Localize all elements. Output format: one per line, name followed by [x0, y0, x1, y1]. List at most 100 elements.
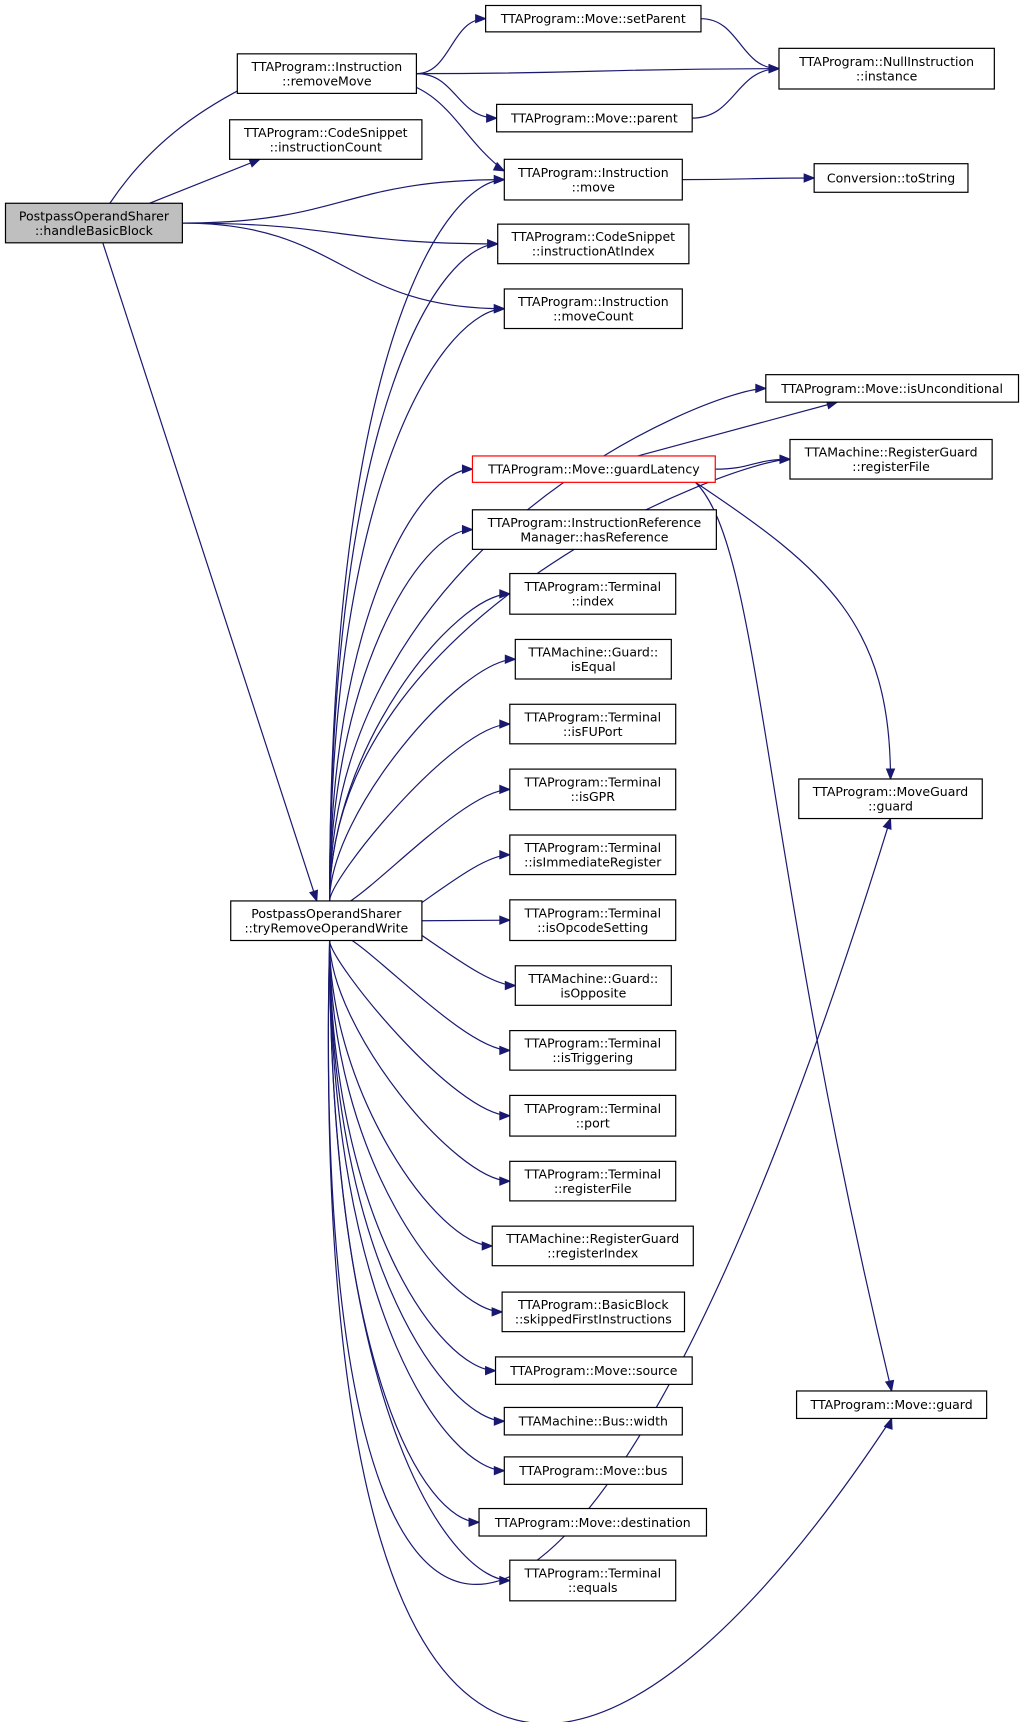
node-instructionCount[interactable]: TTAProgram::CodeSnippet::instructionCoun… [229, 119, 423, 160]
arrowhead-parent-to-nullInstance [768, 63, 781, 74]
arrowhead-guardLatency-to-moveGuard [884, 1379, 895, 1393]
node-hasReference[interactable]: TTAProgram::InstructionReferenceManager:… [471, 509, 717, 550]
node-bus[interactable]: TTAProgram::Move::bus [503, 1456, 683, 1485]
node-label-toString: Conversion::toString [827, 170, 955, 185]
node-label-move: TTAProgram::Instruction [517, 165, 669, 180]
node-box-isOpposite [514, 965, 672, 1006]
node-label-guardLatency: TTAProgram::Move::guardLatency [487, 462, 700, 477]
node-label-isGPR: ::isGPR [571, 789, 616, 804]
node-index[interactable]: TTAProgram::Terminal::index [509, 572, 677, 615]
edge-move-to-toString [682, 177, 815, 181]
node-handleBasicBlock[interactable]: PostpassOperandSharer::handleBasicBlock [4, 202, 183, 244]
node-label-skippedFirst: ::skippedFirstInstructions [515, 1312, 672, 1327]
node-label-isOpposite: TTAMachine::Guard:: [527, 971, 658, 986]
node-skippedFirst[interactable]: TTAProgram::BasicBlock::skippedFirstInst… [501, 1291, 686, 1333]
node-port[interactable]: TTAProgram::Terminal::port [509, 1094, 677, 1137]
node-box-toString [813, 163, 969, 193]
node-moveGuard[interactable]: TTAProgram::Move::guard [795, 1390, 988, 1420]
arrowhead-tryRemoveOperandWrite-to-isGPR [499, 784, 512, 795]
edge-tryRemoveOperandWrite-to-moveGuard [327, 940, 893, 1722]
node-label-removeMove: TTAProgram::Instruction [251, 59, 403, 74]
node-label-handleBasicBlock: PostpassOperandSharer [19, 208, 170, 223]
node-destination[interactable]: TTAProgram::Move::destination [478, 1507, 708, 1537]
edge-tryRemoveOperandWrite-to-width [329, 940, 505, 1422]
node-isTriggering[interactable]: TTAProgram::Terminal::isTriggering [509, 1029, 677, 1071]
node-label-skippedFirst: TTAProgram::BasicBlock [517, 1297, 669, 1312]
node-label-isOpcodeSetting: TTAProgram::Terminal [523, 905, 661, 920]
node-label-moveCount: ::moveCount [553, 308, 634, 323]
node-isOpcodeSetting[interactable]: TTAProgram::Terminal::isOpcodeSetting [509, 899, 677, 942]
edge-removeMove-to-nullInstance [416, 68, 779, 75]
node-moveCount[interactable]: TTAProgram::Instruction::moveCount [503, 288, 683, 330]
node-moveGuardGuard[interactable]: TTAProgram::MoveGuard::guard [798, 778, 983, 820]
node-label-index: TTAProgram::Terminal [523, 579, 661, 594]
arrowhead-guardLatency-to-moveGuardGuard [885, 768, 896, 781]
node-parent[interactable]: TTAProgram::Move::parent [496, 103, 693, 133]
arrowhead-tryRemoveOperandWrite-to-termRegisterFile [499, 1176, 512, 1186]
node-isGPR[interactable]: TTAProgram::Terminal::isGPR [509, 768, 677, 811]
node-nullInstance[interactable]: TTAProgram::NullInstruction::instance [778, 47, 995, 90]
node-isImmediateRegister[interactable]: TTAProgram::Terminal::isImmediateRegiste… [509, 834, 677, 876]
node-label-port: ::port [576, 1115, 610, 1130]
node-label-moveCount: TTAProgram::Instruction [517, 294, 669, 309]
node-box-registerIndex [491, 1225, 694, 1267]
node-box-isTriggering [509, 1029, 677, 1071]
node-label-nullInstance: TTAProgram::NullInstruction [798, 54, 974, 69]
node-label-removeMove: ::removeMove [282, 73, 372, 88]
node-label-move: ::move [572, 179, 616, 194]
node-isUnconditional[interactable]: TTAProgram::Move::isUnconditional [765, 374, 1020, 403]
node-label-isFUPort: TTAProgram::Terminal [523, 709, 661, 724]
node-tryRemoveOperandWrite[interactable]: PostpassOperandSharer::tryRemoveOperandW… [230, 900, 423, 942]
node-width[interactable]: TTAMachine::Bus::width [503, 1406, 683, 1436]
node-label-rgRegisterFile: TTAMachine::RegisterGuard [804, 445, 978, 460]
edge-handleBasicBlock-to-moveCount [182, 222, 505, 310]
node-label-isUnconditional: TTAProgram::Move::isUnconditional [780, 381, 1003, 396]
edge-tryRemoveOperandWrite-to-hasReference [329, 528, 473, 901]
node-box-parent [496, 103, 693, 133]
node-source[interactable]: TTAProgram::Move::source [494, 1356, 693, 1385]
node-setParent[interactable]: TTAProgram::Move::setParent [485, 4, 702, 33]
edge-guardLatency-to-moveGuard [695, 481, 893, 1392]
node-toString[interactable]: Conversion::toString [813, 163, 969, 193]
node-instructionAtIndex[interactable]: TTAProgram::CodeSnippet::instructionAtIn… [497, 223, 690, 265]
node-label-registerIndex: ::registerIndex [547, 1246, 638, 1261]
node-label-isImmediateRegister: ::isImmediateRegister [524, 855, 662, 870]
node-label-termRegisterFile: TTAProgram::Terminal [523, 1166, 661, 1181]
node-box-nullInstance [778, 47, 995, 90]
node-removeMove[interactable]: TTAProgram::Instruction::removeMove [236, 53, 418, 94]
node-label-instructionCount: ::instructionCount [270, 139, 382, 154]
arrowhead-removeMove-to-setParent [475, 13, 487, 24]
edge-tryRemoveOperandWrite-to-isOpcodeSetting [421, 919, 510, 922]
node-box-tryRemoveOperandWrite [230, 900, 423, 942]
node-rgRegisterFile[interactable]: TTAMachine::RegisterGuard::registerFile [789, 438, 993, 480]
edge-tryRemoveOperandWrite-to-bus [329, 940, 505, 1472]
node-label-moveGuardGuard: TTAProgram::MoveGuard [812, 784, 968, 799]
edge-tryRemoveOperandWrite-to-equals [329, 940, 510, 1582]
arrowhead-tryRemoveOperandWrite-to-moveGuardGuard [882, 817, 892, 831]
node-isFUPort[interactable]: TTAProgram::Terminal::isFUPort [509, 703, 677, 745]
edge-guardLatency-to-isUnconditional [637, 401, 838, 457]
node-move[interactable]: TTAProgram::Instruction::move [503, 158, 683, 201]
arrowhead-move-to-toString [803, 173, 816, 183]
arrowhead-tryRemoveOperandWrite-to-moveCount [493, 303, 506, 314]
node-registerIndex[interactable]: TTAMachine::RegisterGuard::registerIndex [491, 1225, 694, 1267]
node-equals[interactable]: TTAProgram::Terminal::equals [509, 1559, 677, 1602]
node-label-isTriggering: TTAProgram::Terminal [523, 1036, 661, 1051]
node-isOpposite[interactable]: TTAMachine::Guard::isOpposite [514, 965, 672, 1006]
node-label-rgRegisterFile: ::registerFile [852, 459, 930, 474]
node-termRegisterFile[interactable]: TTAProgram::Terminal::registerFile [509, 1160, 677, 1202]
node-label-equals: ::equals [568, 1580, 618, 1595]
edge-tryRemoveOperandWrite-to-instructionAtIndex [329, 243, 498, 901]
arrowhead-tryRemoveOperandWrite-to-skippedFirst [491, 1307, 504, 1317]
node-box-move [503, 158, 683, 201]
edge-tryRemoveOperandWrite-to-rgRegisterFile [329, 458, 790, 901]
node-box-isImmediateRegister [509, 834, 677, 876]
edge-removeMove-to-setParent [416, 18, 486, 75]
edge-handleBasicBlock-to-instructionAtIndex [182, 222, 498, 245]
node-box-source [494, 1356, 693, 1385]
node-guardLatency[interactable]: TTAProgram::Move::guardLatency [471, 455, 716, 483]
node-box-guardLatency [471, 455, 716, 483]
node-box-width [503, 1406, 683, 1436]
node-isEqual[interactable]: TTAMachine::Guard::isEqual [514, 638, 672, 680]
node-box-moveGuard [795, 1390, 988, 1420]
